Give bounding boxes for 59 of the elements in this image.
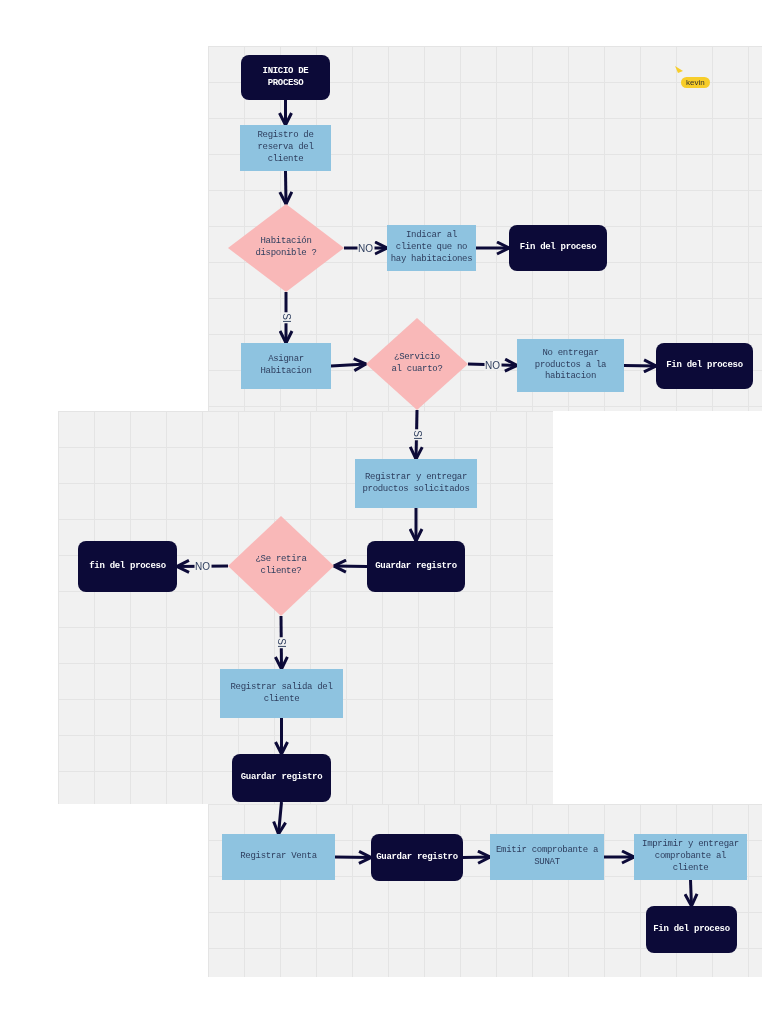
terminal-box xyxy=(646,906,737,953)
user-tag: kevin xyxy=(681,77,710,88)
question-text: ¿Se retira cliente? xyxy=(254,554,308,578)
step-text: Guardar registro xyxy=(240,772,323,784)
step-text: No entregar productos a la habitacion xyxy=(533,347,608,384)
arrow xyxy=(334,849,373,865)
process-box xyxy=(634,834,747,880)
step-text: Registro de reserva del cliente xyxy=(256,130,315,166)
step-text: Indicar al cliente que no hay habitaciones xyxy=(390,230,473,266)
terminal-box xyxy=(509,225,607,271)
process-box xyxy=(220,669,343,718)
decision-diamond xyxy=(228,204,344,292)
arrow xyxy=(278,170,294,206)
step-text: Fin del proceso xyxy=(653,923,730,936)
process-box xyxy=(222,834,335,880)
arrow xyxy=(683,879,699,908)
terminal-box xyxy=(371,834,463,881)
edge-label: NO xyxy=(484,359,501,371)
arrow xyxy=(330,357,368,373)
arrow xyxy=(623,358,658,374)
step-text: Registrar salida del cliente xyxy=(229,681,334,706)
step-text: Registrar Venta xyxy=(240,851,317,863)
arrow xyxy=(462,849,492,865)
step-text: INICIO DE PROCESO xyxy=(261,65,310,90)
step-text: Guardar registro xyxy=(375,560,457,573)
terminal-box xyxy=(232,754,331,802)
step-text: Fin del proceso xyxy=(666,360,743,372)
step-text: Imprimir y entregar comprobante al cliente xyxy=(641,839,740,875)
terminal-box xyxy=(367,541,465,592)
process-box xyxy=(240,125,331,171)
decision-diamond xyxy=(228,516,334,616)
arrow xyxy=(476,240,511,256)
edge-label: SI xyxy=(275,636,287,649)
arrow xyxy=(408,508,424,543)
process-box xyxy=(490,834,604,880)
terminal-box xyxy=(78,541,177,592)
process-box xyxy=(355,459,477,508)
arrow xyxy=(272,801,288,836)
arrow xyxy=(604,849,636,865)
arrow xyxy=(332,558,368,574)
step-text: Fin del proceso xyxy=(519,242,597,254)
step-text: fin del proceso xyxy=(89,560,166,573)
question-text: Habitación disponible ? xyxy=(255,236,317,260)
arrow xyxy=(278,100,293,127)
edge-label: SI xyxy=(280,311,292,324)
edge-label: SI xyxy=(411,428,422,441)
step-text: Asignar Habitacion xyxy=(259,354,313,378)
process-box xyxy=(517,339,624,392)
edge-label: NO xyxy=(357,242,374,254)
step-text: Registrar y entregar productos solicitados xyxy=(361,471,471,496)
terminal-box xyxy=(656,343,753,389)
terminal-box xyxy=(241,55,330,100)
arrow xyxy=(274,718,289,756)
edge-label: NO xyxy=(194,560,211,572)
step-text: Emitir comprobante a SUNAT xyxy=(495,845,599,869)
arrow xyxy=(408,409,424,461)
step-text: Guardar registro xyxy=(376,851,458,864)
process-box xyxy=(241,343,331,389)
question-text: ¿Servicio al cuarto? xyxy=(390,352,444,376)
